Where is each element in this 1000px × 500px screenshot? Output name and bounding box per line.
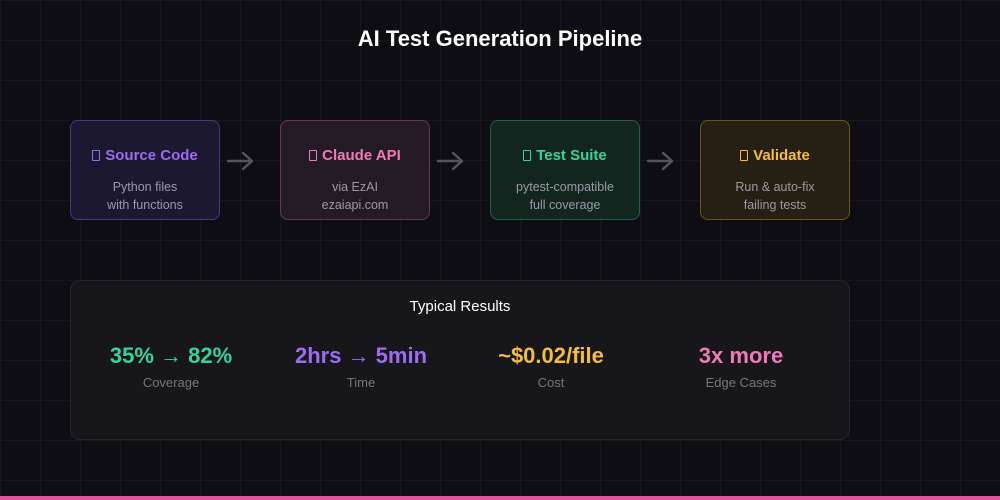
step-description-line: via EzAI (332, 180, 378, 194)
step-validate: Validate Run & auto-fix failing tests (700, 120, 850, 220)
results-title: Typical Results (409, 298, 511, 315)
metric-label: Cost (537, 375, 565, 390)
step-title: Claude API (281, 147, 429, 164)
step-title-text: Validate (753, 147, 810, 164)
step-claude-api: Claude API via EzAI ezaiapi.com (280, 120, 430, 220)
step-test-suite: Test Suite pytest-compatible full covera… (490, 120, 640, 220)
metric-label: Edge Cases (705, 375, 777, 390)
document-icon (92, 150, 101, 161)
metric-coverage: 35% → 82% Coverage (71, 341, 271, 390)
metric-value: ~$0.02/file (498, 343, 604, 368)
step-description-line: full coverage (529, 198, 601, 212)
metric-value: 2hrs → 5min (294, 343, 428, 368)
step-description-line: Run & auto-fix (735, 180, 815, 194)
results-panel: Typical Results 35% → 82% Coverage 2hrs … (70, 280, 850, 440)
metric-label: Time (346, 375, 376, 390)
metric-time: 2hrs → 5min Time (261, 341, 461, 390)
arrow-right-icon (436, 151, 464, 171)
step-description: pytest-compatible full coverage (491, 178, 639, 214)
metric-edge-cases: 3x more Edge Cases (641, 341, 841, 390)
step-description-line: with functions (107, 198, 183, 212)
check-icon (740, 150, 749, 161)
step-description-line: pytest-compatible (516, 180, 614, 194)
step-description-line: ezaiapi.com (321, 198, 389, 212)
page-title: AI Test Generation Pipeline (357, 26, 643, 51)
step-source-code: Source Code Python files with functions (70, 120, 220, 220)
arrow-right-icon (646, 151, 674, 171)
step-description: Run & auto-fix failing tests (701, 178, 849, 214)
checklist-icon (523, 150, 532, 161)
robot-icon (309, 150, 318, 161)
step-title: Source Code (71, 147, 219, 164)
step-description-line: failing tests (743, 198, 807, 212)
accent-bar (0, 496, 1000, 500)
arrow-right-icon (226, 151, 254, 171)
metric-label: Coverage (142, 375, 200, 390)
step-title-text: Test Suite (536, 147, 607, 164)
step-title-text: Source Code (105, 147, 198, 164)
step-title: Test Suite (491, 147, 639, 164)
metric-value: 3x more (698, 343, 784, 368)
step-description-line: Python files (112, 180, 178, 194)
step-title-text: Claude API (322, 147, 401, 164)
step-description: via EzAI ezaiapi.com (281, 178, 429, 214)
metric-cost: ~$0.02/file Cost (451, 341, 651, 390)
metric-value: 35% → 82% (109, 343, 233, 368)
step-description: Python files with functions (71, 178, 219, 214)
step-title: Validate (701, 147, 849, 164)
